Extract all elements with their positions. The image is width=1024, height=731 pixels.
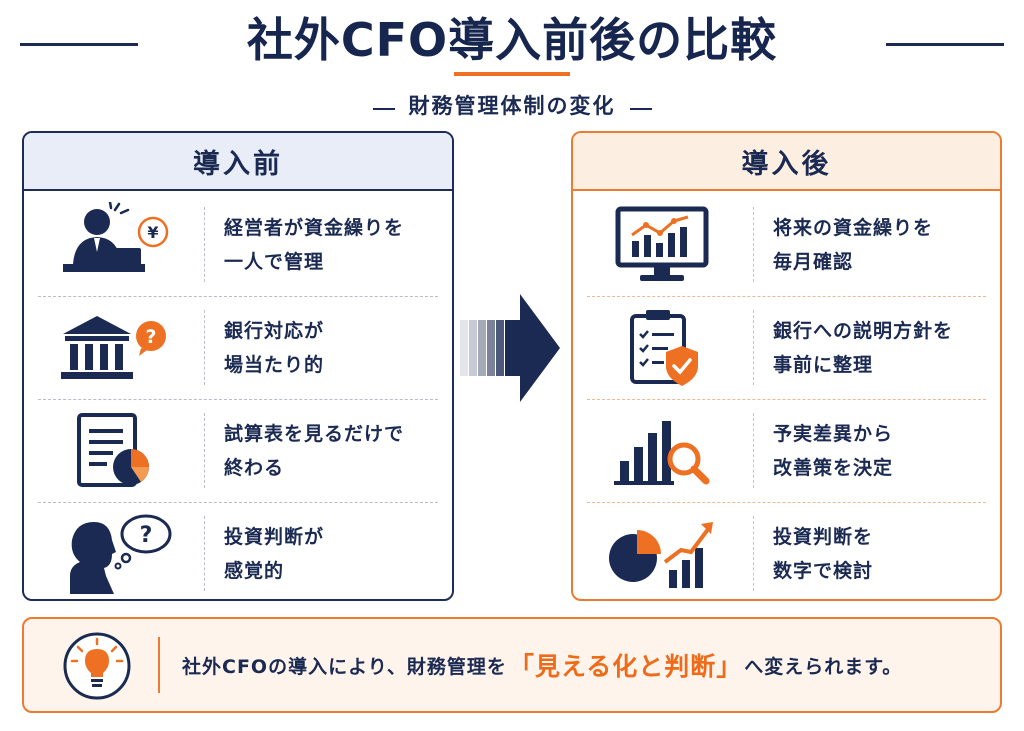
title-row: 社外CFO導入前後の比較: [0, 10, 1024, 74]
summary-prefix: 社外CFOの導入により、財務管理を: [182, 655, 507, 678]
after-item-text: 銀行への説明方針を 事前に整理: [773, 314, 953, 382]
lightbulb-icon: [62, 631, 132, 701]
after-item: 将来の資金繰りを 毎月確認: [573, 193, 1000, 296]
monitor-chart-icon: [573, 193, 751, 296]
after-item-line2: 改善策を決定: [773, 456, 894, 479]
before-item: ? 投資判断が 感覚的: [24, 502, 452, 599]
clipboard-shield-icon: [573, 296, 751, 399]
svg-text:?: ?: [145, 326, 156, 348]
row-divider: [204, 413, 205, 488]
after-item: 銀行への説明方針を 事前に整理: [573, 296, 1000, 399]
before-item-line1: 試算表を見るだけで: [224, 422, 405, 445]
before-heading: 導入前: [24, 133, 452, 191]
after-item-line1: 投資判断を: [773, 525, 874, 548]
before-item-line2: 終わる: [224, 456, 285, 479]
row-divider: [753, 310, 754, 385]
after-item: 予実差異から 改善策を決定: [573, 399, 1000, 502]
before-panel: 導入前 ¥ 経営者が資金繰りを 一人で管理: [22, 131, 454, 601]
row-separator: [587, 399, 986, 400]
row-divider: [204, 516, 205, 591]
subtitle-left-dash: [372, 107, 395, 110]
bank-question-icon: ?: [24, 296, 202, 399]
page-title: 社外CFO導入前後の比較: [246, 13, 778, 67]
before-item: ¥ 経営者が資金繰りを 一人で管理: [24, 193, 452, 296]
title-left-rule: [20, 43, 138, 46]
title-underline-accent: [454, 72, 570, 76]
after-item-line2: 事前に整理: [773, 353, 874, 376]
svg-text:?: ?: [140, 523, 153, 548]
summary-highlight: 「見える化と判断」: [508, 652, 743, 681]
before-item-line2: 感覚的: [224, 559, 285, 582]
row-divider: [204, 207, 205, 282]
title-right-rule: [886, 43, 1004, 46]
before-item-text: 試算表を見るだけで 終わる: [224, 417, 404, 485]
after-item-line2: 数字で検討: [773, 559, 874, 582]
row-divider: [753, 516, 754, 591]
after-item-line2: 毎月確認: [773, 250, 854, 273]
bar-chart-magnifier-icon: [573, 399, 751, 502]
after-item: 投資判断を 数字で検討: [573, 502, 1000, 599]
subtitle-right-dash: [629, 107, 652, 110]
person-thinking-question-icon: ?: [24, 502, 202, 599]
svg-text:¥: ¥: [147, 223, 158, 242]
summary-divider: [158, 637, 160, 693]
trial-balance-document-icon: [24, 399, 202, 502]
row-divider: [753, 413, 754, 488]
after-item-line1: 銀行への説明方針を: [773, 319, 954, 342]
before-item-line2: 場当たり的: [224, 353, 325, 376]
before-item-line2: 一人で管理: [224, 250, 325, 273]
stressed-manager-yen-icon: ¥: [24, 193, 202, 296]
before-item-text: 経営者が資金繰りを 一人で管理: [224, 211, 404, 279]
row-separator: [38, 399, 438, 400]
row-separator: [38, 296, 438, 297]
pie-growth-chart-icon: [573, 502, 751, 599]
summary-box: 社外CFOの導入により、財務管理を「見える化と判断」へ変えられます。: [22, 617, 1002, 713]
after-item-text: 投資判断を 数字で検討: [773, 520, 873, 588]
before-item-line1: 銀行対応が: [224, 319, 325, 342]
before-item-line1: 経営者が資金繰りを: [224, 216, 405, 239]
subtitle-row: 財務管理体制の変化: [0, 90, 1024, 122]
after-item-text: 将来の資金繰りを 毎月確認: [773, 211, 933, 279]
row-divider: [753, 207, 754, 282]
after-heading: 導入後: [573, 133, 1000, 191]
before-item: 試算表を見るだけで 終わる: [24, 399, 452, 502]
transition-arrow-icon: [460, 292, 562, 404]
after-panel: 導入後 将来の資金繰りを 毎月確認: [571, 131, 1002, 601]
page-subtitle: 財務管理体制の変化: [408, 94, 616, 118]
row-separator: [38, 502, 438, 503]
row-divider: [204, 310, 205, 385]
before-item-line1: 投資判断が: [224, 525, 325, 548]
summary-text: 社外CFOの導入により、財務管理を「見える化と判断」へ変えられます。: [182, 619, 902, 711]
after-item-text: 予実差異から 改善策を決定: [773, 417, 893, 485]
row-separator: [587, 296, 986, 297]
after-item-line1: 予実差異から: [773, 422, 894, 445]
after-item-line1: 将来の資金繰りを: [773, 216, 934, 239]
summary-suffix: へ変えられます。: [744, 655, 903, 678]
row-separator: [587, 502, 986, 503]
before-item: ? 銀行対応が 場当たり的: [24, 296, 452, 399]
before-item-text: 銀行対応が 場当たり的: [224, 314, 324, 382]
before-item-text: 投資判断が 感覚的: [224, 520, 324, 588]
